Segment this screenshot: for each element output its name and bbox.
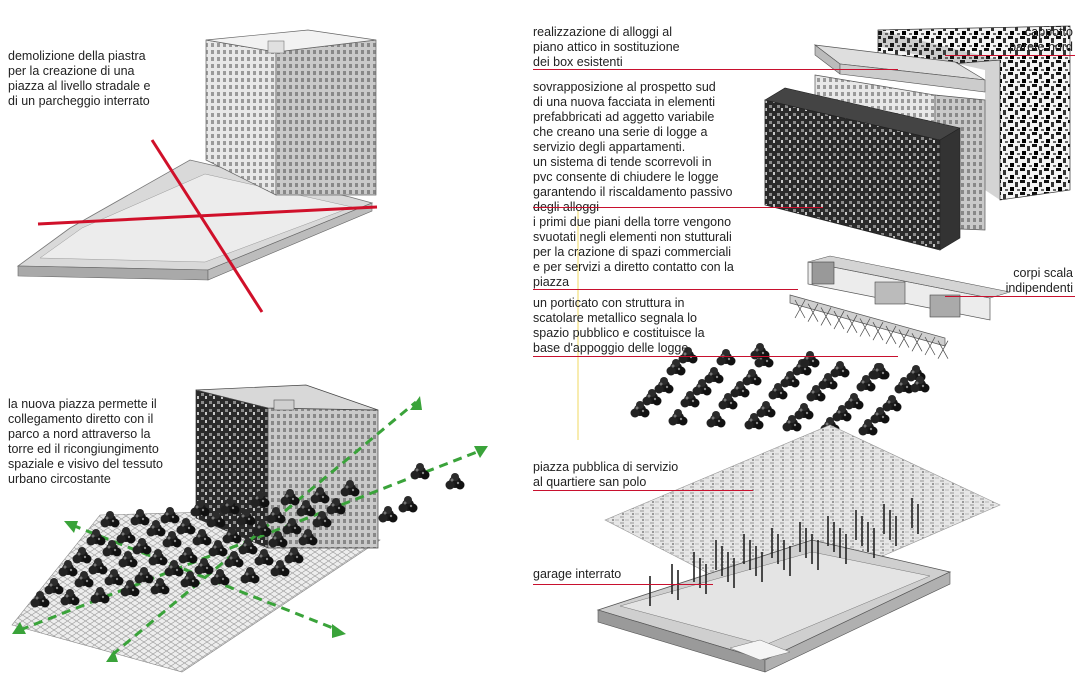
- leader-line-portico: [533, 356, 898, 357]
- demolition-drawing: [16, 29, 378, 313]
- leader-line-garage: [533, 584, 713, 585]
- tree-icon: [750, 343, 770, 360]
- tree-icon: [882, 395, 902, 412]
- tree-icon: [130, 509, 150, 526]
- tree-icon: [742, 369, 762, 386]
- caption-stair-cores: corpi scala indipendenti: [1005, 266, 1073, 295]
- leader-line-stair-cores: [945, 296, 1075, 297]
- caption-south-facade: sovrapposizione al prospetto sud di una …: [533, 80, 733, 214]
- caption-ground-floors: i primi due piani della torre vengono sv…: [533, 215, 734, 289]
- caption-north-coat: cappotto parete nord: [1009, 25, 1073, 54]
- tree-icon: [378, 506, 398, 523]
- leader-line-public-square: [533, 490, 753, 491]
- tree-icon: [398, 496, 418, 513]
- new-square-drawing: [11, 384, 488, 673]
- leader-line-north-coat: [945, 55, 1075, 56]
- tree-icon: [445, 473, 465, 490]
- tree-icon: [830, 361, 850, 378]
- caption-portico: un porticato con struttura in scatolare …: [533, 296, 705, 355]
- tree-icon: [654, 377, 674, 394]
- tree-icon: [160, 507, 180, 524]
- tree-icon: [794, 403, 814, 420]
- tree-icon: [100, 511, 120, 528]
- tree-icon: [870, 363, 890, 380]
- leader-line-penthouse: [533, 69, 898, 70]
- tree-icon: [410, 463, 430, 480]
- caption-demolition: demolizione della piastra per la creazio…: [8, 49, 151, 108]
- tree-icon: [704, 367, 724, 384]
- exploded-drawing: [596, 25, 1071, 673]
- caption-garage: garage interrato: [533, 567, 622, 581]
- tree-icon: [756, 401, 776, 418]
- tree-icon: [844, 393, 864, 410]
- tree-icon: [706, 411, 726, 428]
- leader-line-ground-floors: [533, 289, 798, 290]
- cross-mark-icon: [37, 139, 378, 313]
- tree-icon: [668, 409, 688, 426]
- caption-penthouse: realizzazione di alloggi al piano attico…: [533, 25, 680, 69]
- tree-icon: [716, 349, 736, 366]
- leader-line-south-facade: [533, 207, 823, 208]
- caption-new-square: la nuova piazza permette il collegamento…: [8, 397, 163, 486]
- caption-public-square: piazza pubblica di servizio al quartiere…: [533, 460, 679, 489]
- tree-icon: [800, 351, 820, 368]
